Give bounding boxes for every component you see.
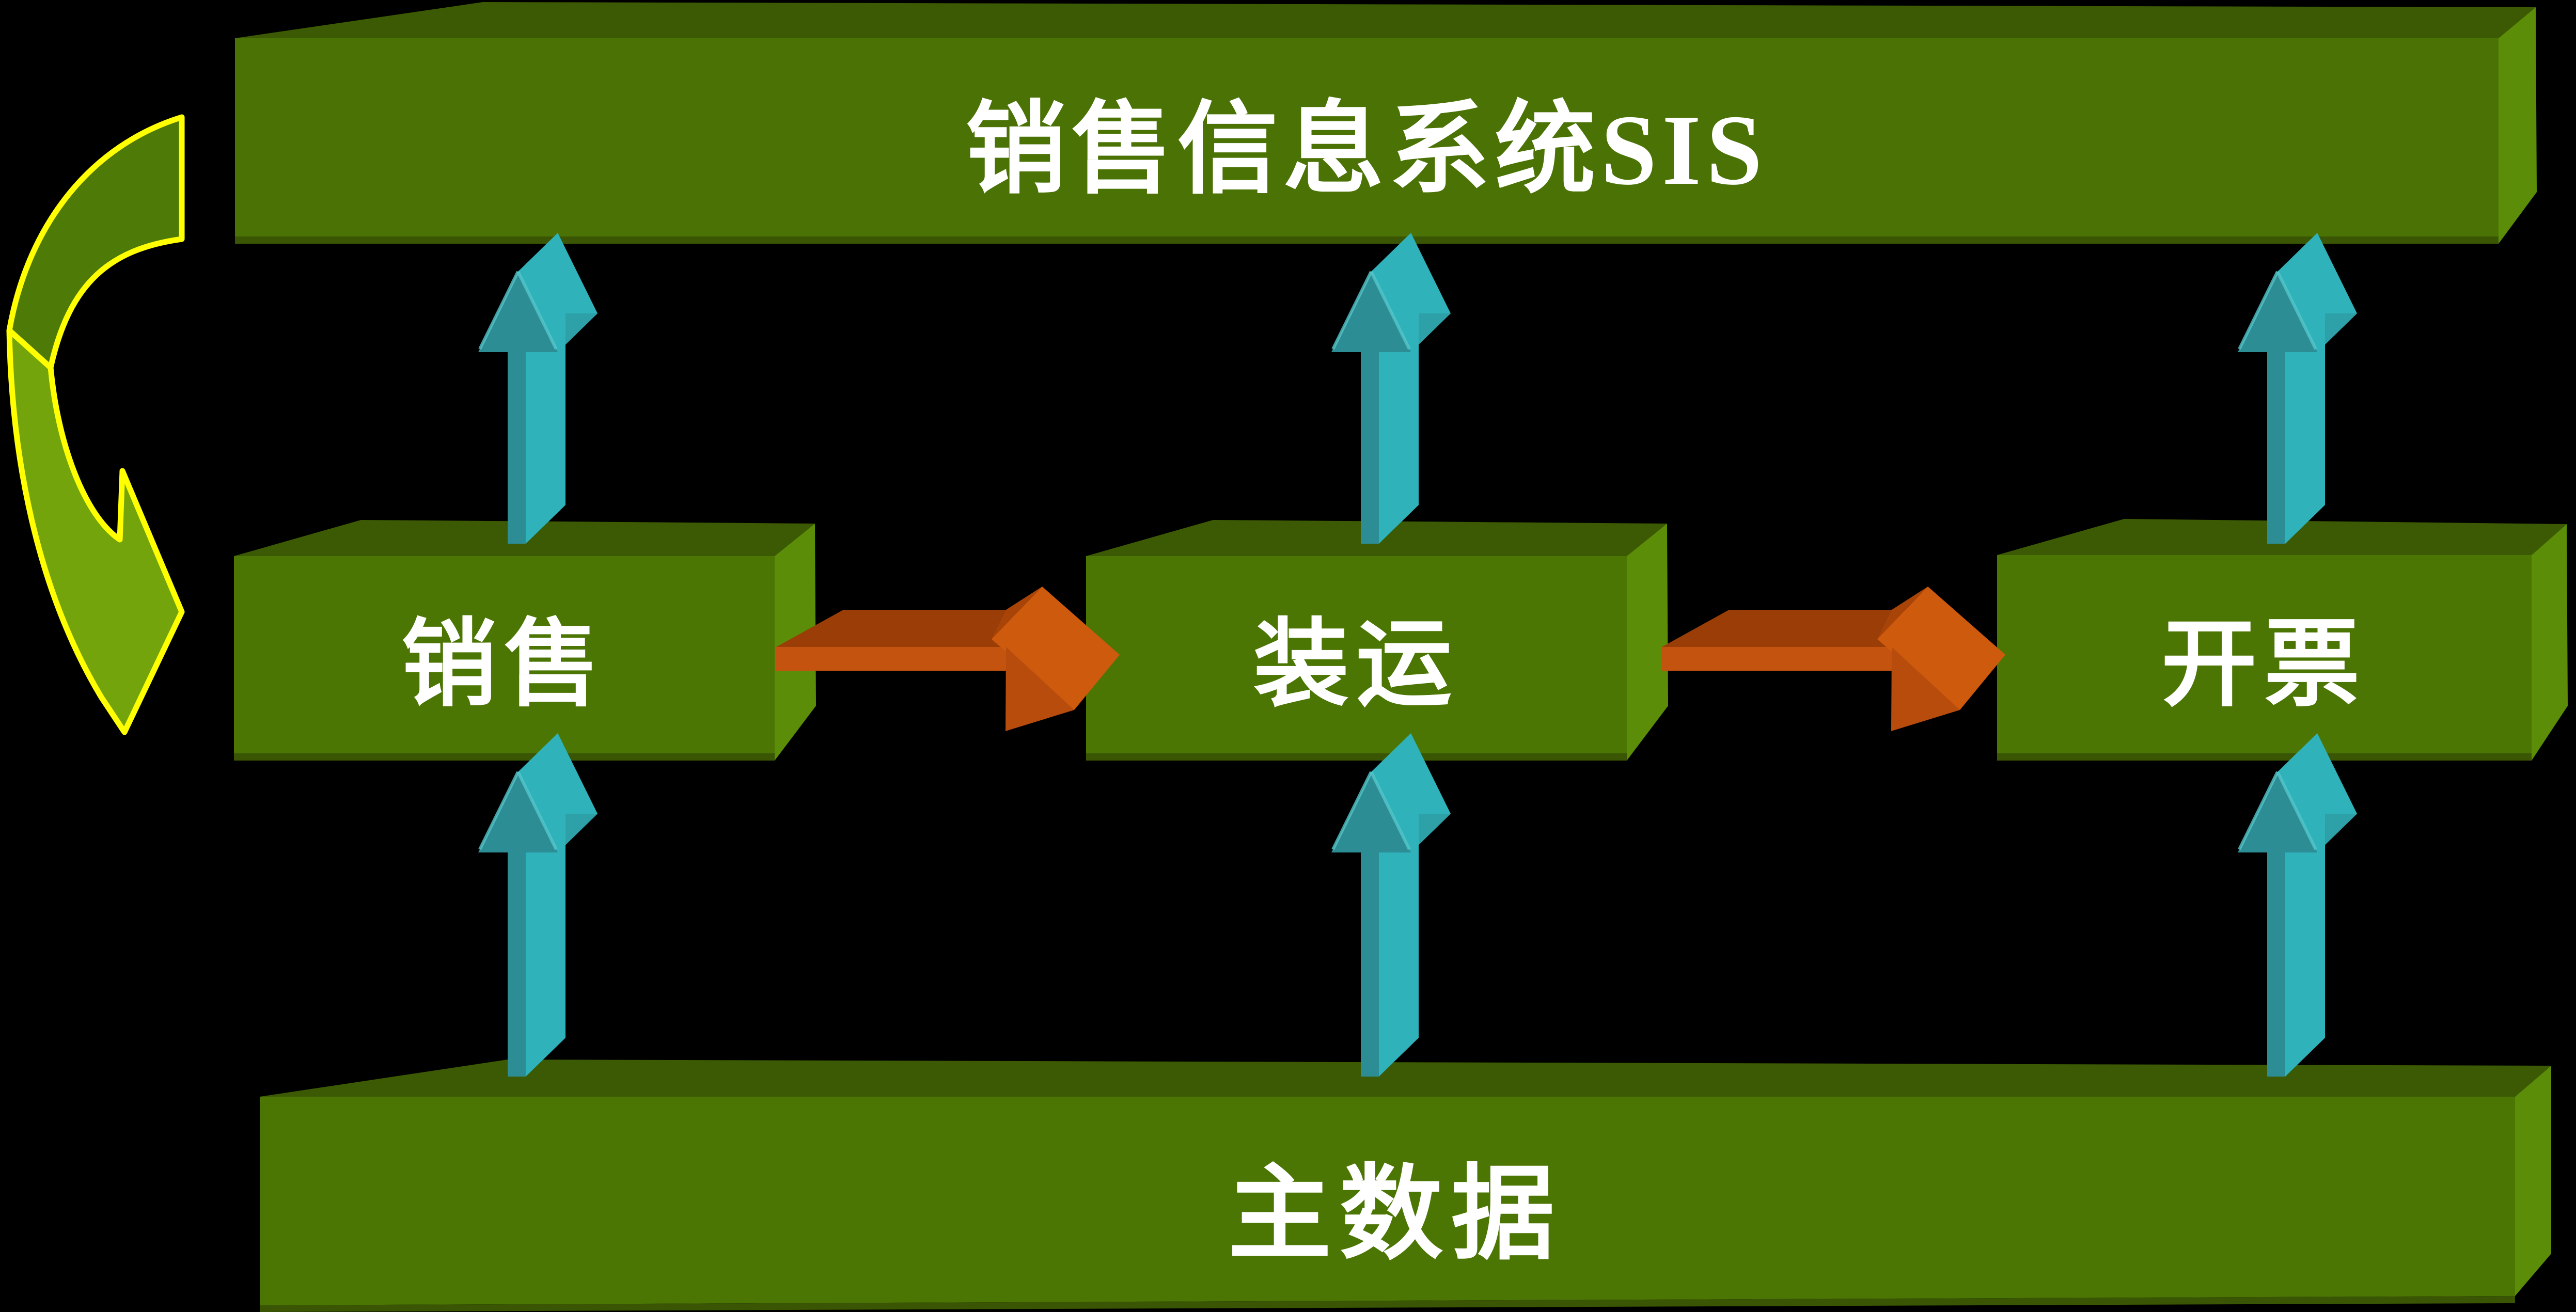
box-side-face	[2532, 524, 2568, 761]
process-box-sales: 销售	[234, 520, 816, 761]
bottom-bar-label: 主数据	[1228, 1158, 1563, 1272]
process-box-invoicing: 开票	[1997, 519, 2568, 761]
box-bottom-bevel	[1997, 753, 2532, 761]
box-front-face	[234, 556, 775, 761]
bottom-bar-side-face	[2515, 1066, 2551, 1296]
bottom-bar-top-face	[260, 1060, 2551, 1097]
top-bar-bottom-bevel	[235, 236, 2499, 244]
top-bar-side-face	[2499, 7, 2537, 244]
box-label-shipping: 装运	[1253, 612, 1459, 718]
bottom-bar-bottom-bevel	[260, 1296, 2515, 1312]
box-label-sales: 销售	[401, 612, 607, 718]
box-front-face	[1997, 555, 2532, 761]
box-label-invoicing: 开票	[2161, 612, 2367, 718]
box-bottom-bevel	[234, 753, 775, 761]
box-side-face	[1627, 524, 1668, 761]
bottom-bar: 主数据	[260, 1060, 2551, 1312]
top-bar-top-face	[235, 2, 2536, 38]
cycle-arrow-icon	[6, 114, 185, 735]
cycle-arrow-lower-band-and-head	[6, 327, 185, 735]
box-bottom-bevel	[1086, 753, 1627, 761]
process-box-shipping: 装运	[1086, 520, 1668, 761]
top-bar-label: 销售信息系统SIS	[966, 94, 1768, 206]
top-bar: 销售信息系统SIS	[235, 2, 2537, 244]
box-front-face	[1086, 556, 1627, 761]
top-bar-front-face	[235, 38, 2499, 244]
bottom-bar-front-face	[260, 1097, 2515, 1305]
